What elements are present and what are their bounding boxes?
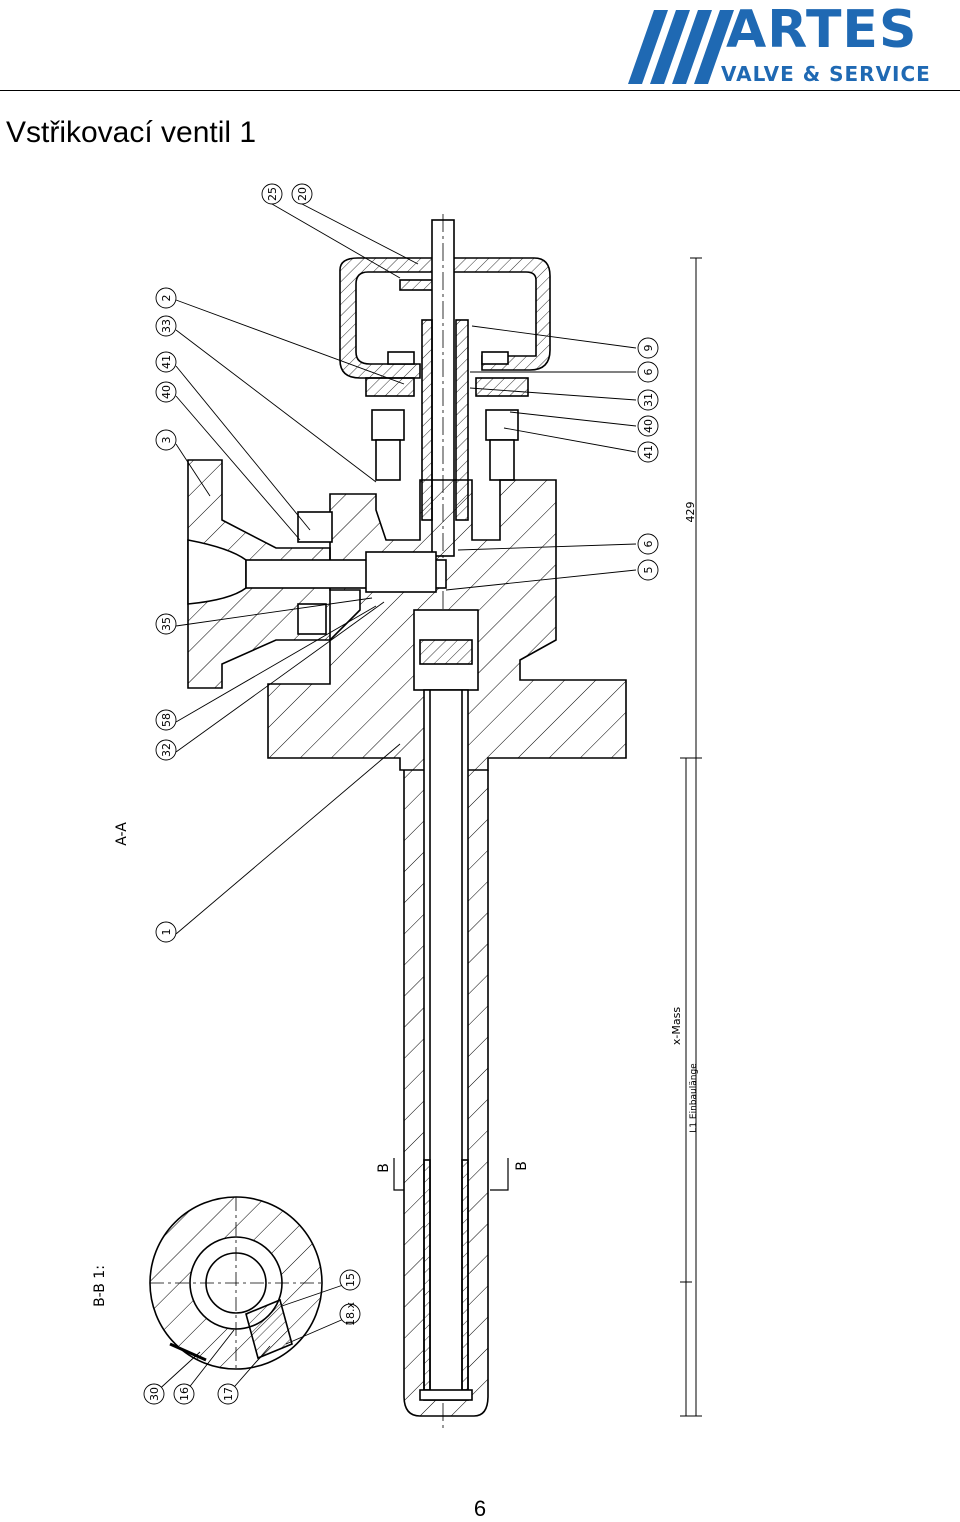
dimension-429: 429	[684, 502, 697, 523]
header-rule	[0, 90, 960, 91]
callout-33: 33	[160, 319, 173, 333]
dimension-l1: L1 Einbaulänge	[689, 1063, 699, 1133]
callout-25: 25	[266, 187, 279, 201]
logo-word: ARTES	[726, 0, 918, 60]
logo-stripes-icon	[628, 10, 734, 84]
callout-35: 35	[160, 617, 173, 631]
callout-6a: 6	[642, 369, 655, 376]
section-aa-label: A-A	[114, 822, 130, 846]
page-title: Vstřikovací ventil 1	[6, 116, 257, 149]
callout-40: 40	[160, 385, 173, 399]
dimension-x-mass: x-Mass	[670, 1007, 683, 1045]
callout-18x: 18.x	[344, 1302, 357, 1326]
section-marker-left: B	[376, 1163, 392, 1173]
callout-58: 58	[160, 713, 173, 727]
callout-2: 2	[160, 295, 173, 302]
callout-6b: 6	[642, 541, 655, 548]
callout-40b: 40	[642, 419, 655, 433]
callout-3: 3	[160, 437, 173, 444]
callout-15: 15	[344, 1273, 357, 1287]
callout-41b: 41	[642, 445, 655, 459]
logo-subtitle: VALVE & SERVICE	[721, 62, 931, 86]
section-bb-label: B-B 1:	[92, 1265, 108, 1307]
page-number: 6	[473, 1496, 487, 1521]
callout-1: 1	[160, 929, 173, 936]
callout-17: 17	[222, 1387, 235, 1401]
callout-41: 41	[160, 355, 173, 369]
callout-16: 16	[178, 1387, 191, 1401]
valve-drawing: 25 20 2 33 41 40 3 35 58 32 1 30 16 17 1…	[92, 183, 702, 1430]
callout-31: 31	[642, 393, 655, 407]
artes-logo: ARTES VALVE & SERVICE	[626, 0, 960, 88]
callout-20: 20	[296, 187, 309, 201]
callout-9: 9	[642, 345, 655, 352]
callout-32: 32	[160, 743, 173, 757]
section-marker-right: B	[514, 1161, 530, 1171]
callout-5: 5	[642, 567, 655, 574]
callout-30: 30	[148, 1387, 161, 1401]
